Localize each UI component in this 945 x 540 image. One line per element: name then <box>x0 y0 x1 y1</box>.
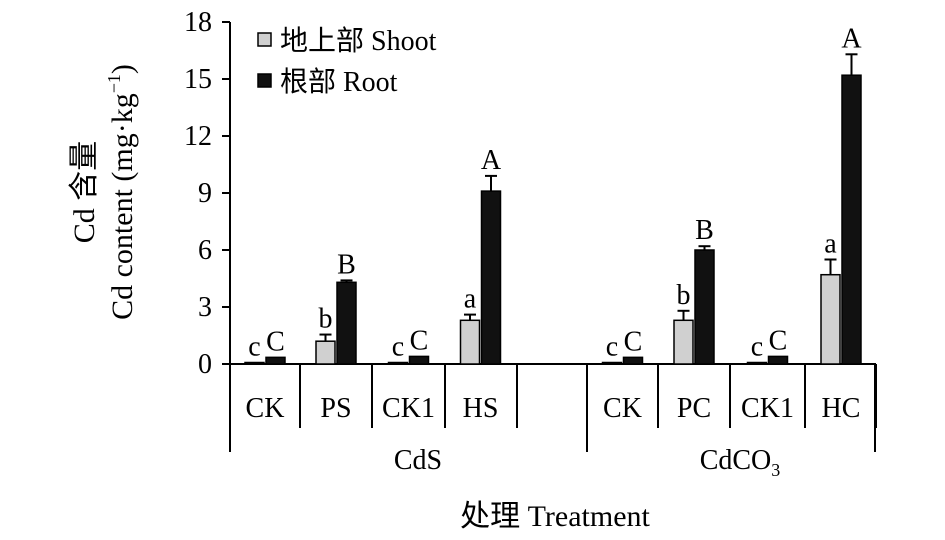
legend-label: 地上部 Shoot <box>280 25 437 57</box>
shoot-bar <box>820 273 841 365</box>
category-label: PC <box>677 393 711 424</box>
root-bar <box>480 190 502 365</box>
category-label: CK <box>246 393 285 424</box>
shoot-bar <box>459 319 481 365</box>
y-tick-label: 3 <box>198 292 212 323</box>
root-bar <box>622 356 644 365</box>
shoot-bar <box>601 361 623 365</box>
shoot-significance-label: c <box>248 332 260 363</box>
root-significance-label: A <box>481 145 502 176</box>
root-bar <box>408 355 430 365</box>
group-label: CdCO3 <box>700 445 781 480</box>
legend-swatch <box>257 32 272 47</box>
y-axis-title-units-main: Cd content (mg·kg <box>106 93 139 320</box>
category-label: CK1 <box>382 393 435 424</box>
group-label-subscript: 3 <box>771 460 780 480</box>
category-label: HC <box>822 393 861 424</box>
category-label: CK1 <box>741 393 794 424</box>
shoot-bar <box>315 340 336 365</box>
y-axis-title-units: Cd content (mg·kg−1) <box>104 64 139 320</box>
root-significance-label: C <box>410 325 429 356</box>
category-label: HS <box>463 393 499 424</box>
y-axis-title-units-sup: −1 <box>104 74 124 93</box>
shoot-bar <box>387 361 409 365</box>
root-bar <box>336 281 357 365</box>
y-tick-label: 6 <box>198 235 212 266</box>
y-axis-title: Cd 含量 <box>68 141 101 244</box>
y-tick-label: 15 <box>184 64 212 95</box>
x-axis-title: 处理 Treatment <box>460 500 650 533</box>
root-significance-label: A <box>841 23 862 54</box>
shoot-bar <box>746 361 768 365</box>
shoot-significance-label: a <box>464 284 477 315</box>
shoot-significance-label: c <box>751 332 763 363</box>
group-label-main: CdS <box>394 445 442 476</box>
y-tick-label: 12 <box>184 121 212 152</box>
shoot-bar <box>244 361 265 365</box>
root-bar <box>841 74 862 365</box>
shoot-significance-label: c <box>606 332 618 363</box>
shoot-significance-label: c <box>392 332 404 363</box>
root-bar <box>694 249 715 365</box>
root-significance-label: B <box>695 215 714 246</box>
root-bar <box>767 355 789 365</box>
root-bar <box>265 356 286 365</box>
shoot-significance-label: b <box>319 304 333 335</box>
y-axis-title-units-end: ) <box>106 64 139 74</box>
root-significance-label: C <box>769 325 788 356</box>
shoot-bar <box>673 319 694 365</box>
y-tick-label: 0 <box>198 349 212 380</box>
group-label: CdS <box>394 445 442 476</box>
legend-label: 根部 Root <box>280 66 398 98</box>
root-significance-label: C <box>266 326 285 357</box>
shoot-significance-label: b <box>677 280 691 311</box>
group-label-main: CdCO <box>700 445 772 476</box>
category-label: PS <box>320 393 351 424</box>
root-significance-label: B <box>337 249 356 280</box>
root-significance-label: C <box>624 326 643 357</box>
legend: 地上部 Shoot 根部 Root <box>257 25 437 98</box>
shoot-significance-label: a <box>824 229 837 260</box>
category-label: CK <box>603 393 642 424</box>
y-tick-label: 9 <box>198 178 212 209</box>
y-tick-label: 18 <box>184 7 212 38</box>
legend-swatch <box>257 73 272 88</box>
